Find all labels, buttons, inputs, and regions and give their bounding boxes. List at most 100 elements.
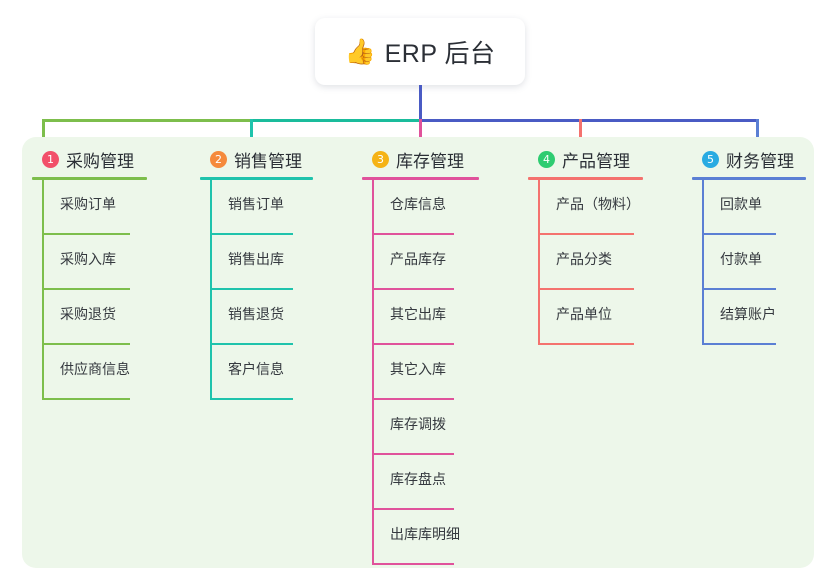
branch-header-2[interactable]: 2 销售管理 bbox=[200, 146, 313, 172]
branch-item[interactable]: 销售订单 bbox=[200, 180, 313, 235]
branch-item-underline bbox=[372, 508, 454, 510]
branch-item[interactable]: 付款单 bbox=[692, 235, 806, 290]
branch-number-badge-2: 2 bbox=[210, 150, 227, 168]
branch-number-badge-1: 1 bbox=[42, 150, 59, 168]
branch-item-list-2: 销售订单销售出库销售退货客户信息 bbox=[200, 180, 313, 400]
branch-spine-5 bbox=[702, 180, 704, 345]
branch-item-underline bbox=[42, 233, 130, 235]
branch-item-label: 采购入库 bbox=[60, 251, 116, 267]
root-node-erp-backend[interactable]: 👍 ERP 后台 bbox=[315, 18, 525, 85]
branch-item[interactable]: 出库库明细 bbox=[362, 510, 479, 565]
branch-title-2: 销售管理 bbox=[234, 151, 302, 171]
branch-spine-2 bbox=[210, 180, 212, 400]
branch-item-underline bbox=[210, 343, 293, 345]
branch-item-underline bbox=[538, 288, 634, 290]
branch-drop-line-4 bbox=[579, 119, 582, 147]
branch-item[interactable]: 产品分类 bbox=[528, 235, 643, 290]
trunk-segment-teal bbox=[251, 119, 421, 122]
branch-column-2: 2 销售管理销售订单销售出库销售退货客户信息 bbox=[200, 146, 313, 400]
branch-item[interactable]: 库存盘点 bbox=[362, 455, 479, 510]
branch-column-3: 3 库存管理仓库信息产品库存其它出库其它入库库存调拨库存盘点出库库明细 bbox=[362, 146, 479, 565]
branch-number-badge-4: 4 bbox=[538, 150, 555, 168]
branch-drop-line-2 bbox=[250, 119, 253, 147]
branch-item-label: 出库库明细 bbox=[390, 526, 460, 542]
branch-item-list-1: 采购订单采购入库采购退货供应商信息 bbox=[32, 180, 147, 400]
branch-item-label: 产品库存 bbox=[390, 251, 446, 267]
branch-item[interactable]: 客户信息 bbox=[200, 345, 313, 400]
branch-item[interactable]: 回款单 bbox=[692, 180, 806, 235]
branch-item-underline bbox=[702, 288, 776, 290]
branch-drop-line-1 bbox=[42, 119, 45, 147]
branch-item-label: 产品（物料） bbox=[556, 196, 640, 212]
branch-item-label: 产品单位 bbox=[556, 306, 612, 322]
branch-item-underline bbox=[210, 288, 293, 290]
branch-item-label: 回款单 bbox=[720, 196, 762, 212]
branch-item-label: 库存盘点 bbox=[390, 471, 446, 487]
branch-header-1[interactable]: 1 采购管理 bbox=[32, 146, 147, 172]
branch-item-list-5: 回款单付款单结算账户 bbox=[692, 180, 806, 345]
branch-item-label: 采购退货 bbox=[60, 306, 116, 322]
branch-item-underline bbox=[372, 343, 454, 345]
branch-item-underline bbox=[42, 343, 130, 345]
branch-item[interactable]: 采购订单 bbox=[32, 180, 147, 235]
branch-item-label: 产品分类 bbox=[556, 251, 612, 267]
branch-item-label: 销售订单 bbox=[228, 196, 284, 212]
branch-item-underline bbox=[702, 343, 776, 345]
branch-item[interactable]: 产品库存 bbox=[362, 235, 479, 290]
branch-item[interactable]: 采购入库 bbox=[32, 235, 147, 290]
branch-item-list-3: 仓库信息产品库存其它出库其它入库库存调拨库存盘点出库库明细 bbox=[362, 180, 479, 565]
branch-item[interactable]: 其它出库 bbox=[362, 290, 479, 345]
branch-item-label: 客户信息 bbox=[228, 361, 284, 377]
root-node-label: ERP 后台 bbox=[384, 39, 496, 68]
branch-item-underline bbox=[538, 233, 634, 235]
branch-item[interactable]: 产品（物料） bbox=[528, 180, 643, 235]
branch-item-label: 付款单 bbox=[720, 251, 762, 267]
branch-header-5[interactable]: 5 财务管理 bbox=[692, 146, 806, 172]
branch-item-underline bbox=[372, 233, 454, 235]
branch-underline-4 bbox=[528, 177, 643, 180]
branch-item-label: 其它入库 bbox=[390, 361, 446, 377]
branch-spine-4 bbox=[538, 180, 540, 345]
thumbs-up-icon: 👍 bbox=[344, 37, 376, 66]
branch-column-1: 1 采购管理采购订单采购入库采购退货供应商信息 bbox=[32, 146, 147, 400]
branch-item-underline bbox=[372, 288, 454, 290]
branch-title-5: 财务管理 bbox=[726, 151, 794, 171]
branch-item-label: 销售出库 bbox=[228, 251, 284, 267]
branch-title-1: 采购管理 bbox=[66, 151, 134, 171]
branch-item-label: 库存调拨 bbox=[390, 416, 446, 432]
branch-underline-5 bbox=[692, 177, 806, 180]
branch-number-badge-5: 5 bbox=[702, 150, 719, 168]
branch-underline-2 bbox=[200, 177, 313, 180]
branch-item[interactable]: 结算账户 bbox=[692, 290, 806, 345]
trunk-segment-green bbox=[42, 119, 252, 122]
branch-title-3: 库存管理 bbox=[396, 151, 464, 171]
branch-item[interactable]: 供应商信息 bbox=[32, 345, 147, 400]
branch-item[interactable]: 采购退货 bbox=[32, 290, 147, 345]
branch-drop-line-3 bbox=[419, 119, 422, 147]
branch-item-label: 采购订单 bbox=[60, 196, 116, 212]
branch-item[interactable]: 其它入库 bbox=[362, 345, 479, 400]
branch-item-underline bbox=[42, 398, 130, 400]
branch-spine-3 bbox=[372, 180, 374, 565]
branch-item-underline bbox=[372, 453, 454, 455]
branch-number-badge-3: 3 bbox=[372, 150, 389, 168]
root-stem-line bbox=[419, 85, 422, 121]
branch-column-5: 5 财务管理回款单付款单结算账户 bbox=[692, 146, 806, 345]
branch-item-list-4: 产品（物料） 产品分类产品单位 bbox=[528, 180, 643, 345]
branch-drop-line-5 bbox=[756, 119, 759, 147]
branch-underline-1 bbox=[32, 177, 147, 180]
branch-title-4: 产品管理 bbox=[562, 151, 630, 171]
root-node-content: 👍 ERP 后台 bbox=[344, 34, 495, 70]
branch-item[interactable]: 库存调拨 bbox=[362, 400, 479, 455]
branch-item-label: 其它出库 bbox=[390, 306, 446, 322]
branch-header-4[interactable]: 4 产品管理 bbox=[528, 146, 643, 172]
branch-item-label: 仓库信息 bbox=[390, 196, 446, 212]
branch-item[interactable]: 产品单位 bbox=[528, 290, 643, 345]
branch-item-underline bbox=[538, 343, 634, 345]
branch-item[interactable]: 仓库信息 bbox=[362, 180, 479, 235]
branch-header-3[interactable]: 3 库存管理 bbox=[362, 146, 479, 172]
branch-item-label: 供应商信息 bbox=[60, 361, 130, 377]
branch-item-underline bbox=[42, 288, 130, 290]
branch-item[interactable]: 销售退货 bbox=[200, 290, 313, 345]
branch-item[interactable]: 销售出库 bbox=[200, 235, 313, 290]
